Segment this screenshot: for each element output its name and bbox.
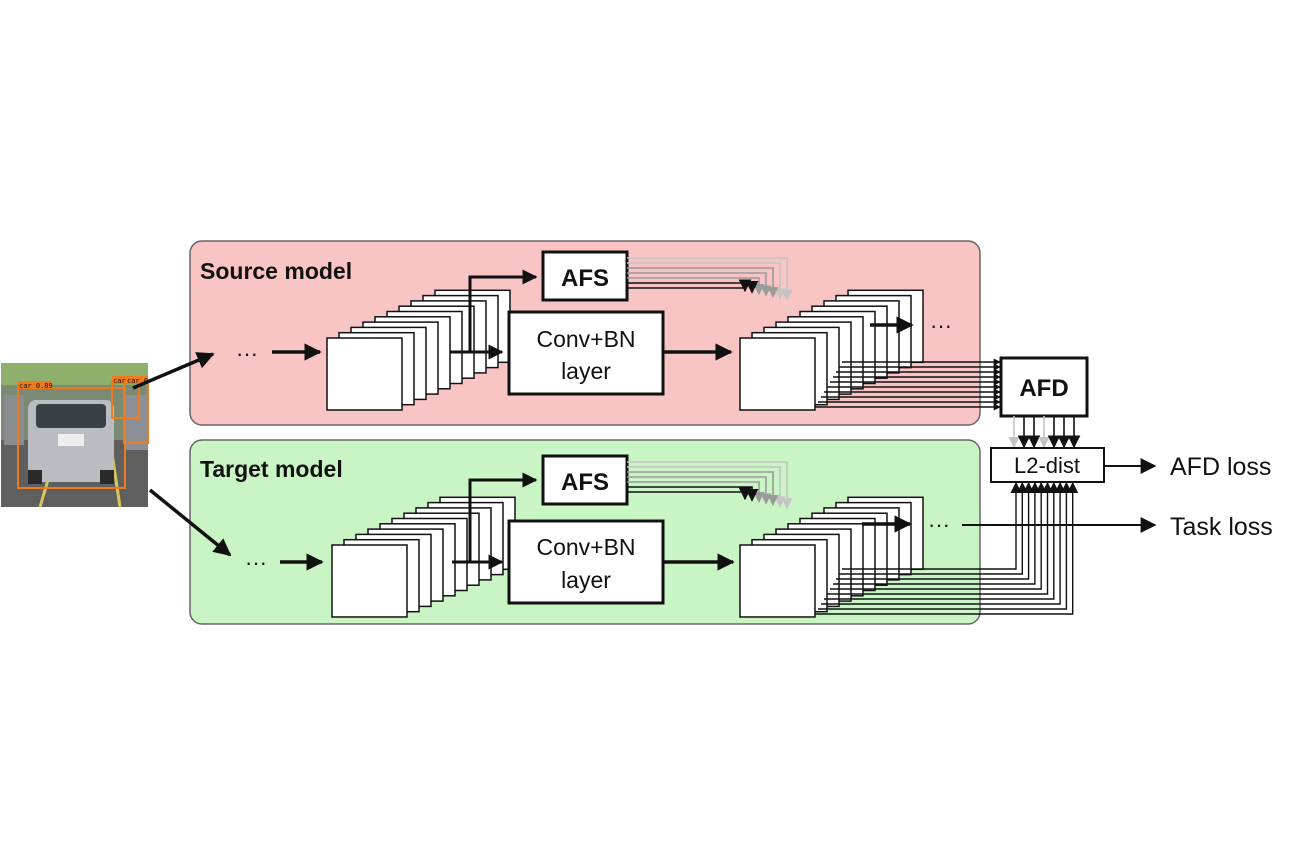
afs-mask-connector xyxy=(627,277,765,296)
l2-dist-label: L2-dist xyxy=(1014,453,1080,478)
target-conv-label-line1: Conv+BN xyxy=(536,534,635,560)
source-ellipsis-in: ··· xyxy=(236,341,258,366)
l2-dist-box xyxy=(990,447,1105,483)
target-to-l2-connectors xyxy=(815,481,1079,615)
source-conv-label-line1: Conv+BN xyxy=(536,326,635,352)
input-to-target-arrow xyxy=(148,488,232,557)
task-loss-label: Task loss xyxy=(1170,513,1273,541)
afs-mask-connector xyxy=(627,461,793,510)
target-feature-connector xyxy=(827,481,1054,595)
target-feature-connector xyxy=(830,481,1047,590)
target-ellipsis-in: ··· xyxy=(245,550,267,575)
afs-mask-connector xyxy=(627,262,786,300)
detection-label: car xyxy=(113,377,126,385)
afs-mask-connector xyxy=(627,481,765,504)
target-feature-connector xyxy=(824,481,1060,600)
afs-mask-connector xyxy=(627,267,779,299)
afs-mask-connector xyxy=(627,466,786,508)
afs-mask-connector xyxy=(627,257,793,302)
arrow-to-source-afs xyxy=(468,269,538,352)
target-feature-connector xyxy=(836,481,1035,580)
target-ellipsis-out: ··· xyxy=(928,512,950,537)
detection-label: car 0.89 xyxy=(19,382,53,390)
target-feature-connector xyxy=(815,481,1079,615)
source-afs-mask-connectors xyxy=(627,257,793,302)
source-conv-bn-box xyxy=(507,310,665,396)
afs-mask-connector xyxy=(627,279,752,293)
source-afs-label: AFS xyxy=(561,265,609,292)
target-feature-connector xyxy=(842,481,1022,570)
afs-mask-connector xyxy=(627,272,772,297)
source-input-feature-stack xyxy=(326,289,511,411)
source-ellipsis-out: ··· xyxy=(930,313,952,338)
afd-box xyxy=(999,356,1089,418)
target-afs-mask-connectors xyxy=(627,461,793,510)
target-afs-box xyxy=(541,454,629,506)
source-output-feature-stack xyxy=(739,289,924,411)
afd-to-l2-connectors xyxy=(1008,416,1081,449)
target-feature-connector xyxy=(821,481,1066,605)
feature-map-channel xyxy=(739,337,816,411)
target-feature-connector xyxy=(839,481,1028,575)
feature-map-channel xyxy=(739,544,816,618)
target-input-feature-stack xyxy=(331,496,516,618)
detection-label: car 0 xyxy=(127,377,148,385)
afs-mask-connector xyxy=(627,486,759,502)
feature-map-channel xyxy=(331,544,408,618)
afs-mask-connector xyxy=(627,471,779,507)
source-to-afd-connectors xyxy=(815,358,1001,411)
afd-loss-label: AFD loss xyxy=(1170,453,1271,481)
source-afs-box xyxy=(541,250,629,302)
afs-mask-connector xyxy=(627,487,752,501)
source-model-title: Source model xyxy=(200,258,352,284)
target-conv-label-line2: layer xyxy=(561,567,611,593)
feature-map-channel xyxy=(326,337,403,411)
input-to-source-arrow xyxy=(132,352,215,390)
input-image: car 0.89 car car 0 xyxy=(1,363,149,508)
target-feature-connector xyxy=(833,481,1041,585)
afs-mask-connector xyxy=(627,476,772,505)
arrow-to-target-afs xyxy=(468,472,538,562)
target-conv-bn-box xyxy=(507,519,665,605)
source-conv-label-line2: layer xyxy=(561,358,611,384)
afs-mask-connector xyxy=(627,280,759,294)
target-afs-label: AFS xyxy=(561,469,609,496)
afd-label: AFD xyxy=(1019,375,1068,402)
target-model-title: Target model xyxy=(200,456,343,482)
